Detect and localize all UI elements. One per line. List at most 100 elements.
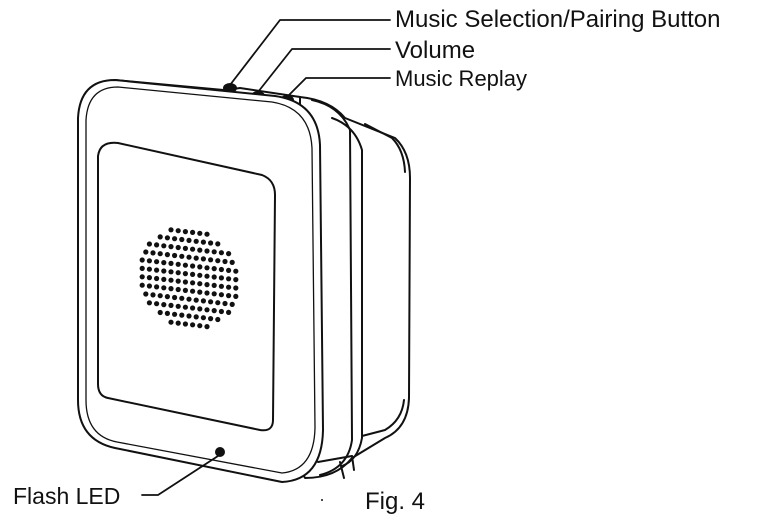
grille-dot xyxy=(197,230,203,236)
speaker-face-inner xyxy=(97,141,276,432)
grille-dot xyxy=(197,272,203,278)
grille-dot xyxy=(168,227,174,233)
grille-dot xyxy=(161,260,167,266)
grille-dot xyxy=(175,320,181,326)
grille-dot xyxy=(190,246,196,252)
grille-dot xyxy=(164,235,170,241)
grille-dot xyxy=(186,296,192,302)
grille-dot xyxy=(175,228,181,234)
grille-dot xyxy=(193,238,199,244)
grille-dot xyxy=(175,286,181,293)
grille-dot xyxy=(222,258,228,265)
grille-dot xyxy=(190,271,196,277)
grille-dot xyxy=(190,288,196,294)
grille-dot xyxy=(182,304,188,310)
grille-dot xyxy=(190,305,196,311)
grille-dot xyxy=(226,251,232,257)
grille-dot xyxy=(146,241,152,247)
grille-dot xyxy=(168,277,174,283)
grille-dot xyxy=(179,253,185,259)
grille-dot xyxy=(161,268,167,274)
grille-dot xyxy=(197,289,203,295)
grille-dot xyxy=(172,294,178,301)
grille-dot xyxy=(175,303,181,309)
grille-dot xyxy=(168,302,174,308)
grille-dot xyxy=(208,257,214,263)
grille-dot xyxy=(200,239,206,245)
side-contour-4 xyxy=(361,399,405,437)
grille-dot xyxy=(186,254,192,260)
grille-dot xyxy=(179,236,185,243)
grille-dot xyxy=(233,277,239,283)
grille-dot xyxy=(197,306,203,312)
side-bottom-strip xyxy=(317,455,353,463)
grille-dot xyxy=(193,297,199,303)
grille-dot xyxy=(211,266,217,272)
grille-dot xyxy=(208,240,214,246)
grille-dot xyxy=(168,286,174,292)
grille-dot xyxy=(233,268,239,274)
grille-dot xyxy=(215,316,221,323)
grille-dot xyxy=(208,316,214,322)
flash-led-indicator xyxy=(215,447,225,457)
grille-dot xyxy=(154,242,160,248)
grille-dot xyxy=(190,280,196,286)
grille-dot xyxy=(233,285,239,291)
side-contour-3 xyxy=(364,123,406,173)
grille-dot xyxy=(204,273,210,279)
flash-led-label: Flash LED xyxy=(13,483,121,509)
grille-dot xyxy=(161,302,167,308)
grille-dot xyxy=(200,315,206,321)
grille-dot xyxy=(175,261,181,267)
figure-caption: Fig. 4 xyxy=(365,488,426,515)
music-replay-label: Music Replay xyxy=(395,66,528,91)
grille-dot xyxy=(193,314,199,320)
music-selection-label: Music Selection/Pairing Button xyxy=(395,6,721,33)
grille-dot xyxy=(204,324,210,330)
grille-dot xyxy=(164,310,170,316)
grille-dot xyxy=(193,255,199,261)
grille-dot xyxy=(211,291,217,297)
grille-dot xyxy=(186,313,192,319)
leader-flash-led xyxy=(141,455,219,496)
grille-dot xyxy=(175,270,181,276)
grille-dot xyxy=(146,258,152,264)
grille-dot xyxy=(208,299,214,305)
grille-dot xyxy=(200,298,206,304)
side-contour-1 xyxy=(311,99,353,476)
grille-dot xyxy=(154,284,160,290)
speaker-grille xyxy=(139,227,239,330)
grille-dot xyxy=(139,265,145,271)
grille-dot xyxy=(215,258,221,264)
grille-dot xyxy=(218,266,224,273)
grille-dot xyxy=(168,319,174,325)
grille-dot xyxy=(204,307,210,313)
grille-dot xyxy=(211,274,217,280)
side-contour-2 xyxy=(331,117,363,467)
grille-dot xyxy=(157,234,163,240)
grille-dot xyxy=(175,244,181,251)
grille-dot xyxy=(186,237,192,243)
grille-dot xyxy=(226,267,232,273)
grille-dot xyxy=(146,266,152,272)
grille-dot xyxy=(143,249,149,255)
grille-dot xyxy=(204,248,210,254)
grille-dot xyxy=(226,284,232,290)
grille-dot xyxy=(164,294,170,300)
grille-dot xyxy=(211,308,217,314)
grille-dot xyxy=(139,274,145,280)
volume-label: Volume xyxy=(395,37,476,64)
front-panel-bevel xyxy=(85,86,316,474)
grille-dot xyxy=(146,300,152,306)
grille-dot xyxy=(229,301,235,307)
grille-dot xyxy=(197,264,203,270)
grille-dot xyxy=(161,243,167,249)
grille-dot xyxy=(179,295,185,301)
grille-dot xyxy=(222,300,228,307)
grille-dot xyxy=(168,269,174,275)
grille-dot xyxy=(218,292,224,298)
grille-dot xyxy=(157,293,163,299)
grille-dot xyxy=(204,231,210,237)
grille-dot xyxy=(172,252,178,259)
